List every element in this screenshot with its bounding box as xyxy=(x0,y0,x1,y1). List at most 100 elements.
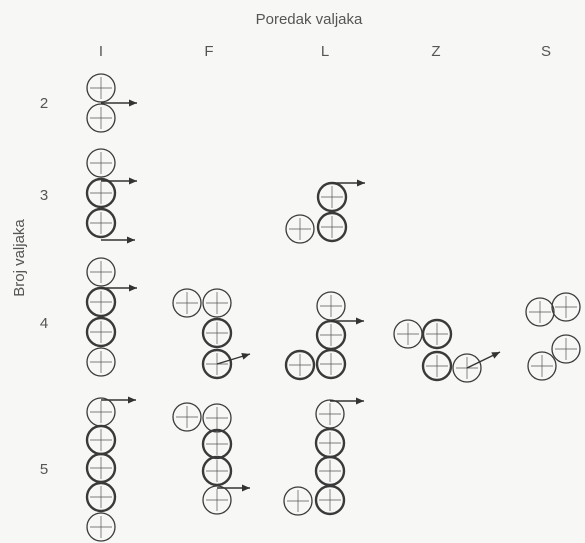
roll xyxy=(86,257,116,287)
roll-circle xyxy=(86,148,116,178)
roll xyxy=(421,318,453,350)
rolls-4-f xyxy=(172,288,251,380)
roll xyxy=(284,349,316,381)
rolls-4-z xyxy=(393,318,501,383)
roll xyxy=(86,148,116,178)
rotation-arrow xyxy=(217,484,250,492)
roll xyxy=(86,397,116,427)
roll xyxy=(201,317,233,349)
rotation-arrow xyxy=(331,317,364,325)
roll-circle xyxy=(86,512,116,542)
rotation-arrow xyxy=(466,351,501,369)
roll-circle xyxy=(551,334,581,364)
roll xyxy=(85,207,117,239)
arrow-head xyxy=(127,236,135,244)
column-label-z: Z xyxy=(431,43,440,60)
roll xyxy=(85,286,117,318)
roll-circle xyxy=(201,317,233,349)
roll xyxy=(172,402,202,432)
arrow-head xyxy=(129,284,137,292)
roll-circle xyxy=(86,103,116,133)
roll xyxy=(86,103,116,133)
roll xyxy=(85,316,117,348)
roll-circle xyxy=(172,402,202,432)
rotation-arrow xyxy=(332,179,365,187)
roll-circle xyxy=(527,351,557,381)
roll xyxy=(314,427,346,459)
arrow-head xyxy=(356,397,364,405)
roll-circle xyxy=(201,348,233,380)
roll xyxy=(551,334,581,364)
rolls-5-l xyxy=(283,397,364,516)
rolls-5-f xyxy=(172,402,250,515)
roll-circle xyxy=(525,297,555,327)
roll xyxy=(527,351,557,381)
roll-circle xyxy=(85,207,117,239)
roll-circle xyxy=(202,403,232,433)
column-label-l: L xyxy=(321,43,329,60)
roll-circle xyxy=(452,353,482,383)
rotation-arrow xyxy=(101,177,137,185)
roll-circle xyxy=(421,318,453,350)
roll-circle xyxy=(316,211,348,243)
roll xyxy=(315,348,347,380)
roll xyxy=(316,181,348,213)
roll xyxy=(421,350,453,382)
roll xyxy=(316,291,346,321)
rotation-arrow xyxy=(101,396,136,404)
roll xyxy=(86,73,116,103)
roll-circle xyxy=(201,455,233,487)
roll-circle xyxy=(315,348,347,380)
row-label-3: 3 xyxy=(40,187,48,204)
column-label-f: F xyxy=(204,43,213,60)
arrow-head xyxy=(356,317,364,325)
arrow-head xyxy=(242,484,250,492)
roll xyxy=(316,211,348,243)
arrow-head xyxy=(128,396,136,404)
rotation-arrow xyxy=(330,397,364,405)
roll xyxy=(202,403,232,433)
roll xyxy=(201,428,233,460)
roll-circle xyxy=(283,486,313,516)
roll-circle xyxy=(85,316,117,348)
arrow-head xyxy=(129,177,137,185)
roll-circle xyxy=(86,257,116,287)
roll xyxy=(202,485,232,515)
rotation-arrow xyxy=(101,284,137,292)
roll-circle xyxy=(314,484,346,516)
roll xyxy=(283,486,313,516)
roll-circle xyxy=(202,485,232,515)
arrow-head xyxy=(491,352,500,359)
roll xyxy=(315,319,347,351)
roll xyxy=(172,288,202,318)
roll-groups xyxy=(85,73,581,542)
rotation-arrow xyxy=(101,236,135,244)
rolls-4-i xyxy=(85,257,137,377)
roll-circle xyxy=(86,73,116,103)
row-label-2: 2 xyxy=(40,95,48,112)
roll-circle xyxy=(284,349,316,381)
roll xyxy=(314,484,346,516)
rotation-arrow xyxy=(101,99,137,107)
roll xyxy=(86,347,116,377)
roll xyxy=(285,214,315,244)
rolls-2-i xyxy=(86,73,137,133)
y-axis-label: Broj valjaka xyxy=(11,219,28,297)
roll xyxy=(202,288,232,318)
roll xyxy=(201,455,233,487)
roll xyxy=(393,319,423,349)
roll xyxy=(525,297,555,327)
roll-circle xyxy=(551,292,581,322)
roll-circle xyxy=(172,288,202,318)
roll xyxy=(85,452,117,484)
rolls-3-i xyxy=(85,148,137,244)
row-label-4: 4 xyxy=(40,315,48,332)
roll-circle xyxy=(85,481,117,513)
arrow-head xyxy=(357,179,365,187)
diagram-title: Poredak valjaka xyxy=(256,11,363,28)
roll xyxy=(551,292,581,322)
rotation-arrow xyxy=(216,352,251,365)
roll-circle xyxy=(202,288,232,318)
